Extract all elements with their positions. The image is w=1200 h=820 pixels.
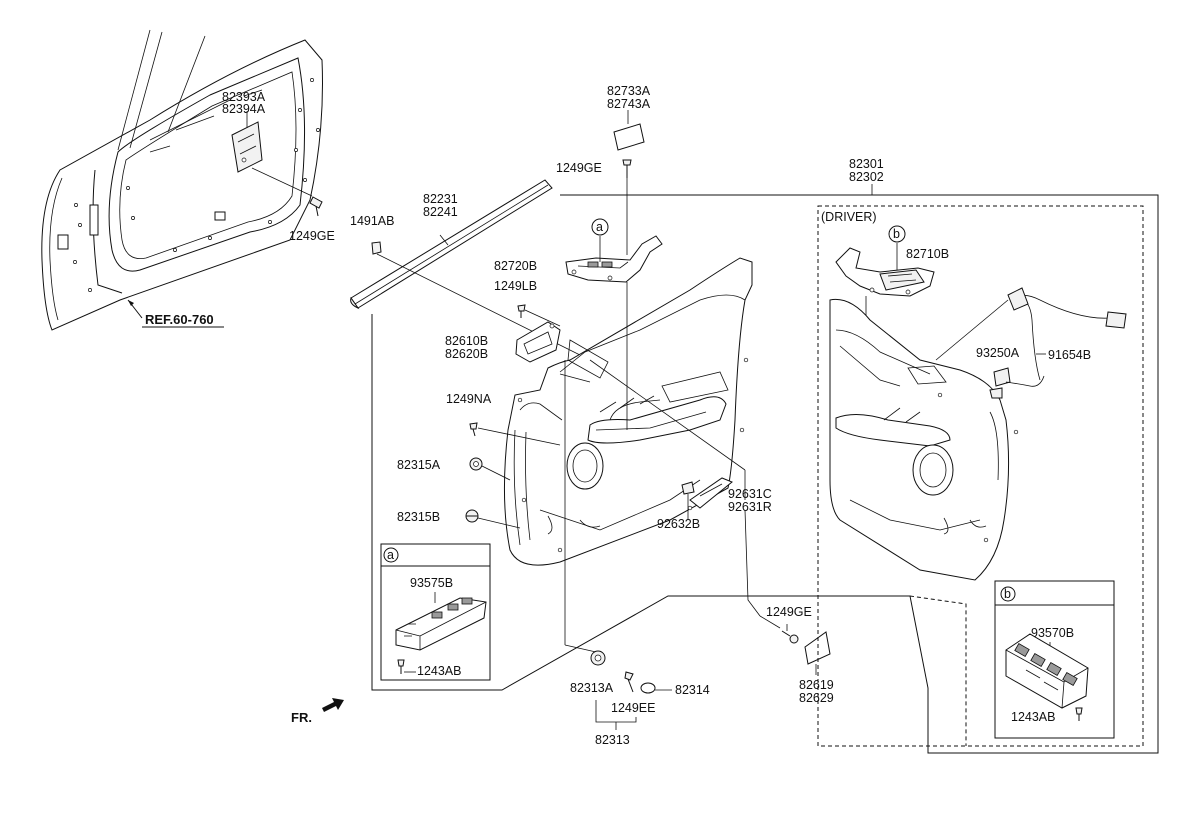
label-92632b: 92632B — [657, 517, 700, 531]
label-92631r: 92631R — [728, 500, 772, 514]
label-82743a: 82743A — [607, 97, 651, 111]
label-1249ge-lower: 1249GE — [766, 605, 812, 619]
door-inner-panel — [41, 29, 323, 331]
label-1249ge-door: 1249GE — [289, 229, 335, 243]
label-82314: 82314 — [675, 683, 710, 697]
inset-a-window-switch: a 93575B 1243AB — [380, 543, 491, 681]
label-82301: 82301 — [849, 157, 884, 171]
label-93570b: 93570B — [1031, 626, 1074, 640]
label-82620b: 82620B — [445, 347, 488, 361]
wiring-harness-91654b — [935, 287, 1127, 399]
screw-1249ee — [624, 671, 634, 693]
main-door-trim-panel — [503, 257, 753, 566]
driver-group-frame — [817, 205, 1144, 747]
screw-1249na — [469, 422, 561, 446]
label-1249lb: 1249LB — [494, 279, 537, 293]
inset-b-connector — [909, 595, 967, 746]
label-1249ee: 1249EE — [611, 701, 655, 715]
driver-handle-bezel: b — [835, 225, 935, 297]
label-82733a: 82733A — [607, 84, 651, 98]
leader-clip-to-92631 — [589, 359, 746, 471]
label-1249na: 1249NA — [446, 392, 492, 406]
label-82394a: 82394A — [222, 102, 266, 116]
label-driver: (DRIVER) — [821, 210, 877, 224]
label-82393a: 82393A — [222, 90, 266, 104]
reference-callout: REF.60-760 — [127, 299, 224, 328]
label-fr: FR. — [291, 710, 312, 725]
screw-1249ge-top — [622, 159, 632, 255]
label-82619: 82619 — [799, 678, 834, 692]
grommet-82315a — [469, 457, 511, 481]
cover-cap-82733a — [613, 110, 645, 151]
label-ref-60-760: REF.60-760 — [145, 312, 214, 327]
grommet-82313a — [564, 360, 606, 666]
grommet-82315b — [465, 509, 521, 529]
label-91654b: 91654B — [1048, 348, 1091, 362]
label-82315a: 82315A — [397, 458, 441, 472]
label-82241: 82241 — [423, 205, 458, 219]
label-82231: 82231 — [423, 192, 458, 206]
assembly-group-frame — [371, 194, 1159, 754]
belt-moulding-strip — [350, 179, 553, 310]
label-1243ab-a: 1243AB — [417, 664, 461, 678]
label-1249ge-top: 1249GE — [556, 161, 602, 175]
inside-handle-bezel: a — [565, 218, 663, 283]
label-82629: 82629 — [799, 691, 834, 705]
label-1243ab-b: 1243AB — [1011, 710, 1055, 724]
label-92631c: 92631C — [728, 487, 772, 501]
label-1491ab: 1491AB — [350, 214, 394, 228]
driver-trim-panel — [829, 298, 1019, 581]
label-82302: 82302 — [849, 170, 884, 184]
group-bracket-82313 — [595, 700, 637, 730]
label-82315b: 82315B — [397, 510, 440, 524]
bolt-1249ge-door — [251, 167, 323, 217]
screw-1249lb — [517, 304, 561, 327]
courtesy-lamp-92631c — [681, 470, 761, 617]
mark-a-top: a — [596, 220, 603, 234]
label-82313: 82313 — [595, 733, 630, 747]
door-bracket-part — [231, 111, 263, 173]
cap-82314 — [640, 682, 672, 694]
label-82610b: 82610B — [445, 334, 488, 348]
pull-handle-bracket — [515, 321, 561, 363]
label-82710b: 82710B — [906, 247, 949, 261]
label-82313a: 82313A — [570, 681, 614, 695]
front-direction-arrow: FR. — [291, 698, 344, 725]
label-93575b: 93575B — [410, 576, 453, 590]
screw-1249ge-lower — [759, 615, 799, 644]
inset-a-mark: a — [387, 548, 394, 562]
inset-b-driver-window-switch: b 93570B 1243AB — [994, 580, 1115, 739]
label-82720b: 82720B — [494, 259, 537, 273]
mark-b-top: b — [893, 227, 900, 241]
label-93250a: 93250A — [976, 346, 1020, 360]
inset-b-mark: b — [1004, 587, 1011, 601]
